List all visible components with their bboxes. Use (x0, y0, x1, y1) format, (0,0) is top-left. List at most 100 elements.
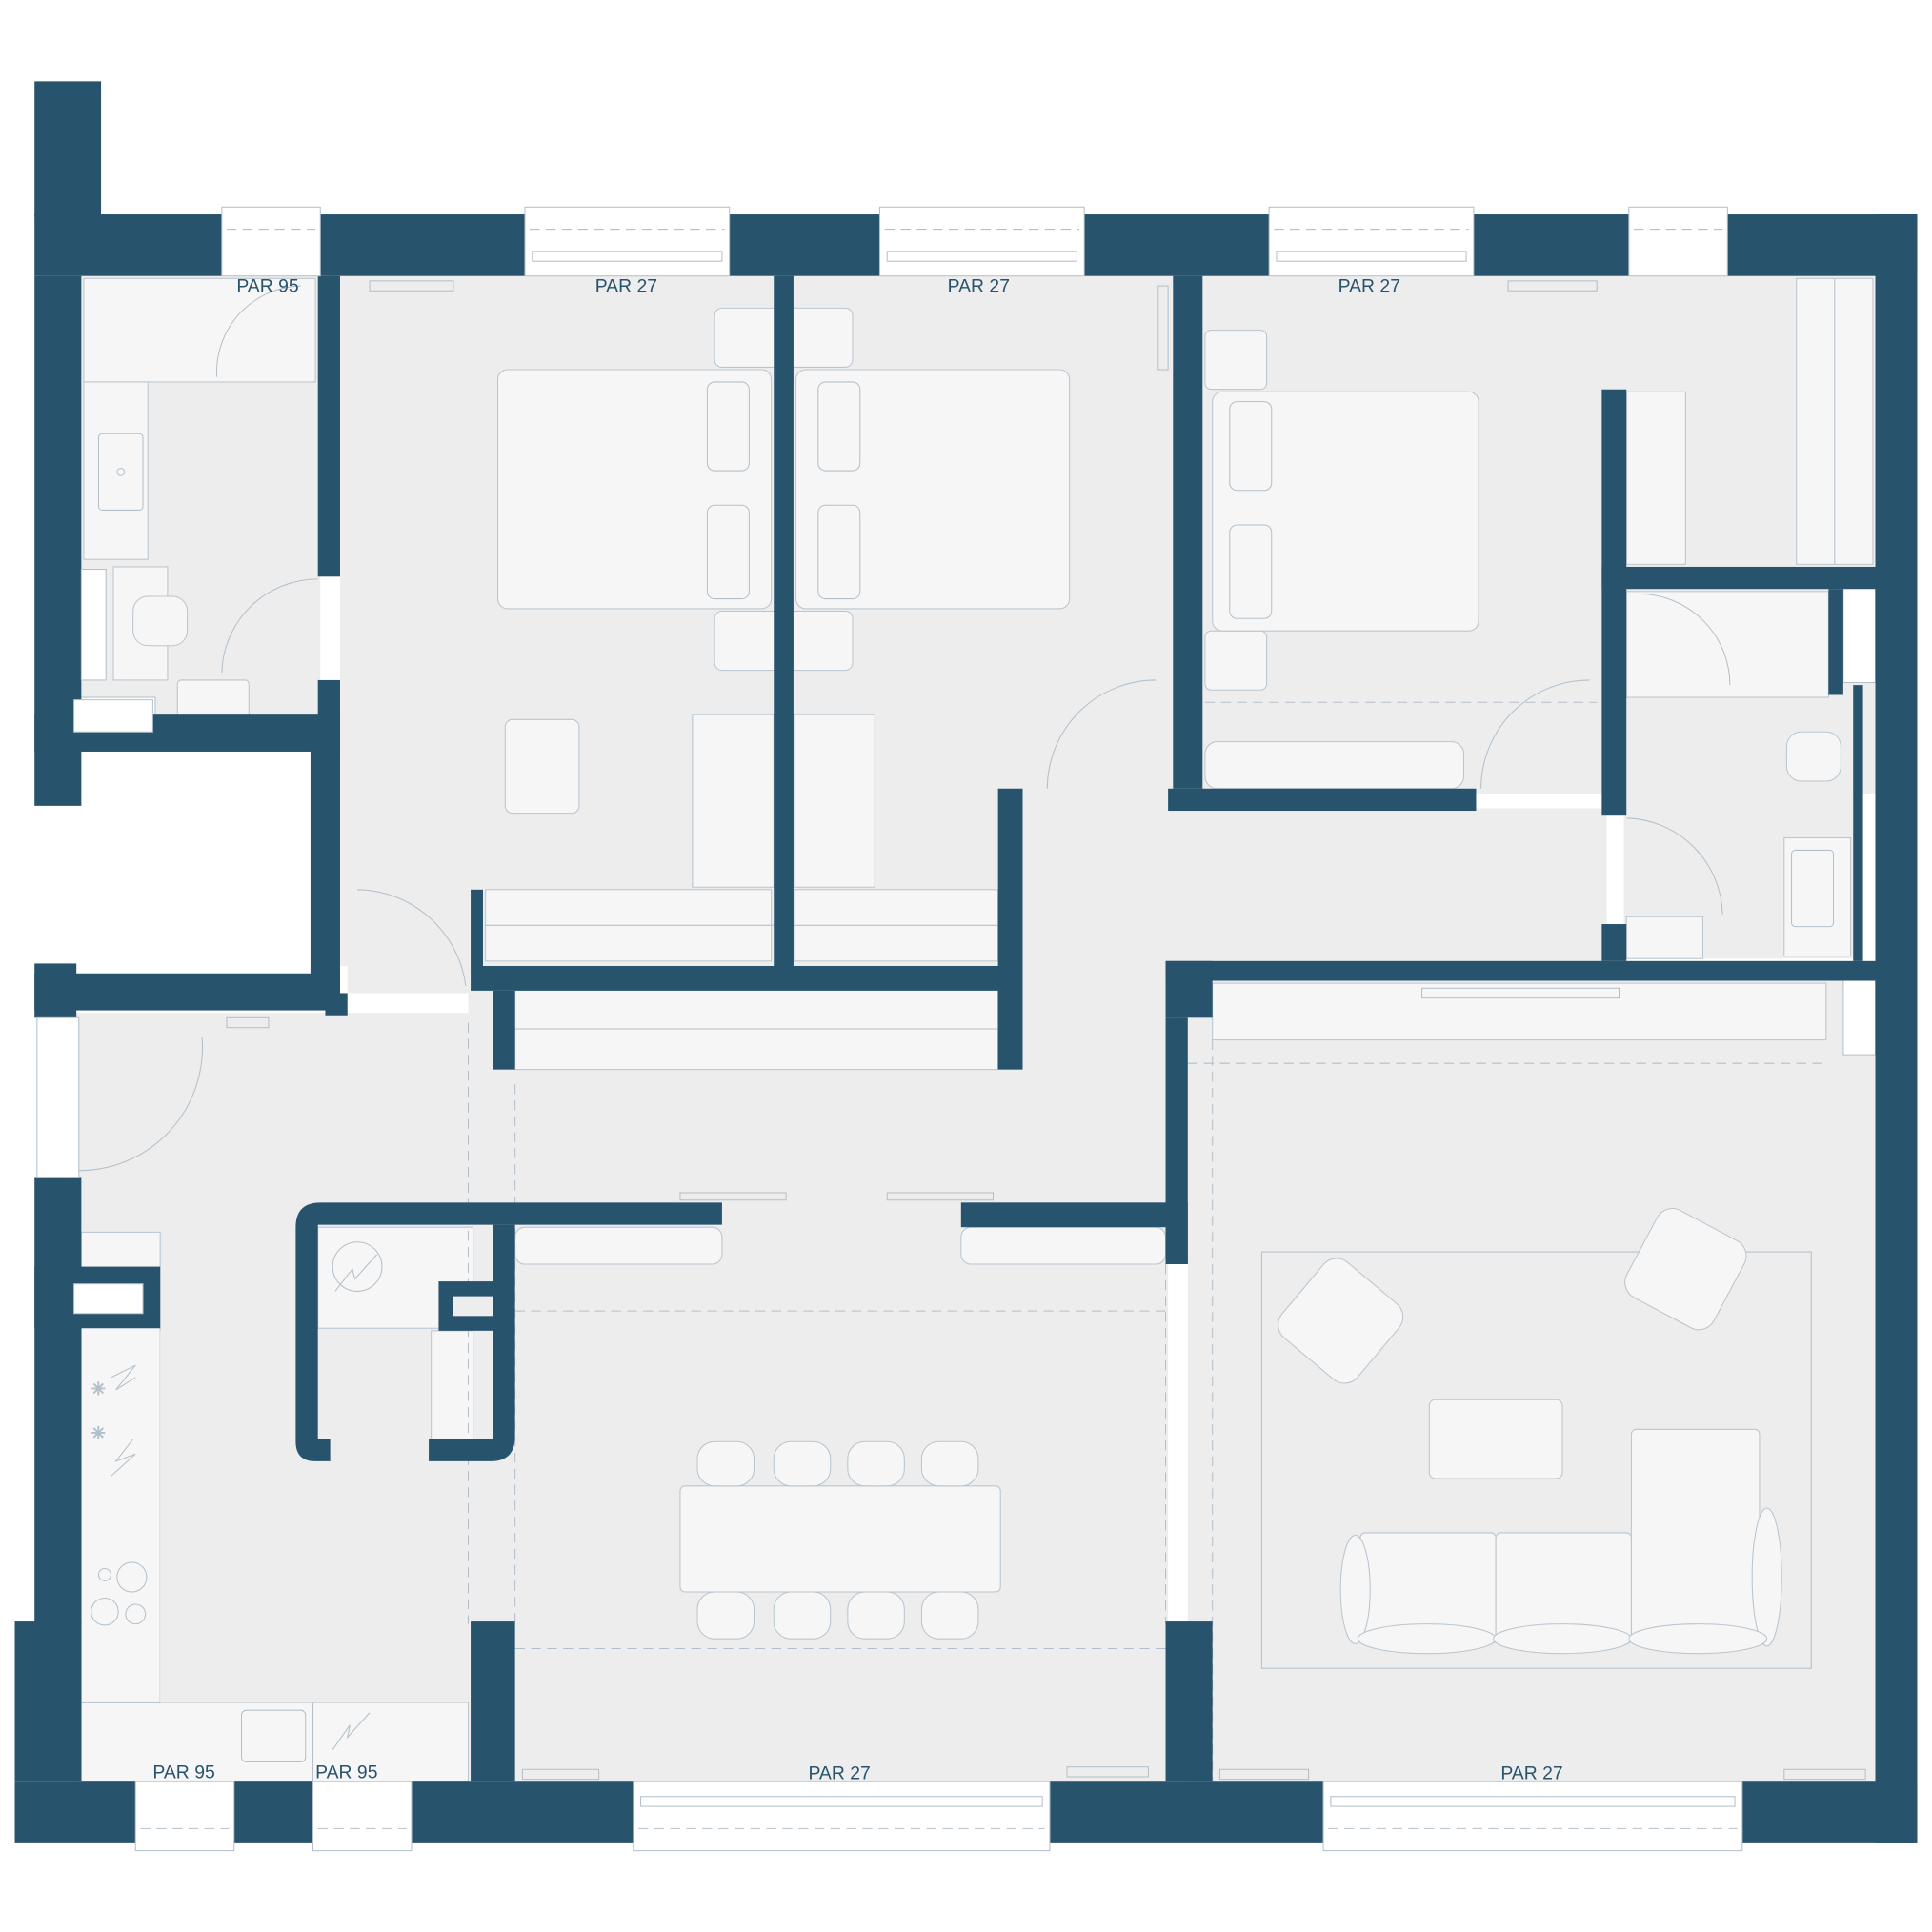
wall-right (1875, 214, 1918, 1843)
bed-3 (1212, 391, 1479, 632)
fridge-icon (111, 1364, 136, 1391)
label-kitchen-2: PAR 95 (315, 1761, 377, 1782)
pillow-1a (706, 381, 750, 472)
pillow-2b (817, 504, 861, 600)
wall-b3-bottom (1168, 788, 1477, 812)
label-living: PAR 27 (1500, 1763, 1562, 1784)
coffee-table (1428, 1399, 1563, 1479)
wall-top-2 (320, 214, 525, 276)
hall-counter-left (514, 1226, 723, 1265)
boiler-3-inner (453, 1296, 493, 1317)
boiler-1-inner (73, 699, 153, 733)
wall-dining-left (471, 1621, 515, 1782)
sofa-chaise (1630, 1428, 1761, 1644)
wall-living-top (1165, 960, 1876, 981)
door-swing-bath-r (1626, 817, 1723, 915)
pillow-2a (817, 381, 861, 472)
bath-right-shower (1625, 591, 1829, 698)
wall-hall-right (997, 788, 1023, 1070)
pouf-1 (504, 718, 580, 815)
kitchen-sink (240, 1709, 307, 1763)
tv-console (1212, 982, 1827, 1041)
pillow-3a (1229, 401, 1273, 492)
sink-1 (97, 433, 144, 511)
floor-labels: PAR 95 PAR 27 PAR 27 PAR 27 PAR 95 PAR 9… (152, 276, 1562, 1784)
slider-right (886, 1192, 994, 1201)
wall-dining-right (1165, 1621, 1213, 1782)
wardrobe-b3-side (1625, 391, 1686, 565)
window-sash-2 (532, 251, 723, 262)
hall-counter-right (960, 1226, 1167, 1265)
radiators (226, 280, 1866, 1781)
radiator-1 (369, 280, 454, 292)
nightstand-3b (1204, 630, 1268, 691)
radiator-8 (1783, 1768, 1866, 1781)
wall-hall-top (471, 966, 1023, 991)
tv (1421, 987, 1620, 999)
door-swing-b2 (1046, 679, 1157, 789)
bed-1 (497, 369, 773, 610)
bath-lower-door (80, 569, 107, 681)
bath-right-sink2 (1625, 916, 1703, 959)
wall-hall-left-a (471, 889, 483, 966)
window-bottom-4 (1322, 1781, 1743, 1852)
wall-hall-div2 (1165, 1202, 1188, 1264)
wall-bath-r-right (1853, 685, 1863, 961)
slider-left (679, 1192, 787, 1201)
door-swing-shower-r (1639, 593, 1731, 686)
sofa-back-2 (1493, 1623, 1632, 1655)
radiator-6 (1066, 1766, 1149, 1778)
toilet-2 (1785, 731, 1841, 782)
sofa-back-1 (1357, 1623, 1497, 1655)
window-top-3 (878, 206, 1085, 277)
wall-chimney (34, 81, 102, 217)
window-top-1 (221, 206, 321, 277)
wall-hall-left-b (493, 990, 515, 1070)
rug (1260, 1251, 1812, 1669)
window-sash-3 (886, 251, 1077, 262)
radiator-7 (1218, 1768, 1310, 1781)
nightstand-3a (1204, 330, 1268, 391)
bath-right-counter (1783, 836, 1852, 957)
wardrobe-b2 (793, 714, 875, 888)
wall-bath-r-mid (1828, 589, 1843, 695)
wall-entry-corner (325, 993, 348, 1016)
boiler-5 (1842, 975, 1877, 1056)
wall-top-1 (34, 214, 222, 276)
boiler-2-inner (73, 1283, 144, 1315)
window-sash-8 (640, 1796, 1043, 1807)
window-left-entry (36, 1016, 80, 1178)
sink-3 (1791, 849, 1835, 928)
hob-4 (125, 1603, 147, 1625)
sofa-arm-right (1751, 1507, 1782, 1647)
pillow-3b (1229, 524, 1273, 619)
window-top-2 (524, 206, 731, 277)
wall-top-4 (1084, 214, 1270, 276)
door-swing-entry (78, 1036, 204, 1172)
dining-chairs (696, 1440, 979, 1640)
radiator-5 (521, 1768, 600, 1781)
room-hall-right (1168, 808, 1607, 964)
window-bottom-3 (633, 1781, 1051, 1852)
wall-bottom-5 (1741, 1781, 1918, 1843)
hob-1 (97, 1567, 111, 1581)
bath-sink-2 (176, 679, 250, 718)
label-bedroom-2: PAR 27 (948, 276, 1010, 297)
window-top-4 (1268, 206, 1475, 277)
wall-bottom-4 (1049, 1781, 1324, 1843)
wall-void-bottom (34, 973, 340, 1011)
wall-left-lower (34, 1177, 82, 1624)
windows (36, 206, 1743, 1852)
label-dining: PAR 27 (808, 1763, 870, 1784)
wall-living-left (1165, 960, 1213, 1018)
window-top-5 (1628, 206, 1728, 277)
bed-2 (795, 369, 1071, 610)
pillow-1b (706, 504, 750, 600)
window-sash-9 (1330, 1796, 1736, 1807)
sofa-back-3 (1628, 1623, 1768, 1655)
wall-left-base (14, 1621, 82, 1782)
label-bedroom-1: PAR 27 (595, 276, 657, 297)
wall-bottom-2 (233, 1781, 313, 1843)
utility-shelf (431, 1330, 474, 1440)
